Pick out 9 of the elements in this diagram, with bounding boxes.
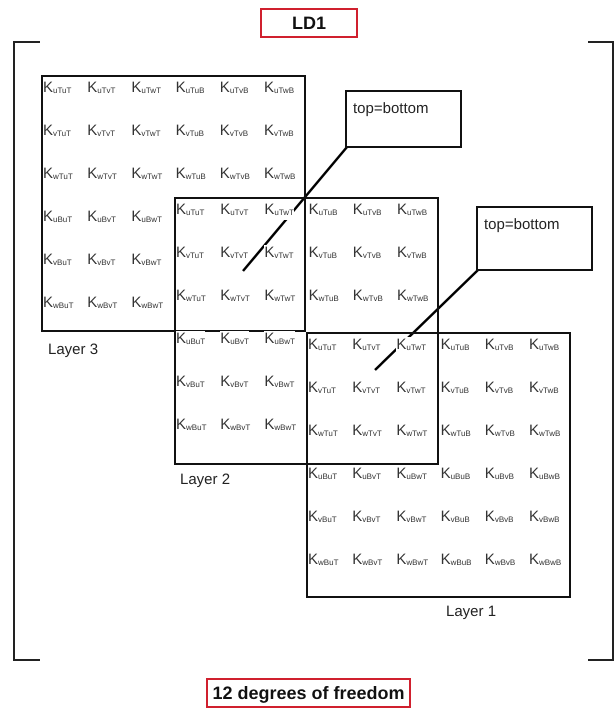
callout-box: top=bottom — [476, 206, 593, 271]
layer-label: Layer 1 — [446, 603, 496, 620]
leader-line — [242, 146, 348, 272]
layer-label: Layer 3 — [48, 341, 98, 358]
diagram-title: LD1 — [260, 8, 358, 38]
diagram-caption: 12 degrees of freedom — [206, 678, 411, 708]
leader-line — [374, 269, 479, 371]
callout-box: top=bottom — [345, 90, 462, 148]
layer-label: Layer 2 — [180, 471, 230, 488]
